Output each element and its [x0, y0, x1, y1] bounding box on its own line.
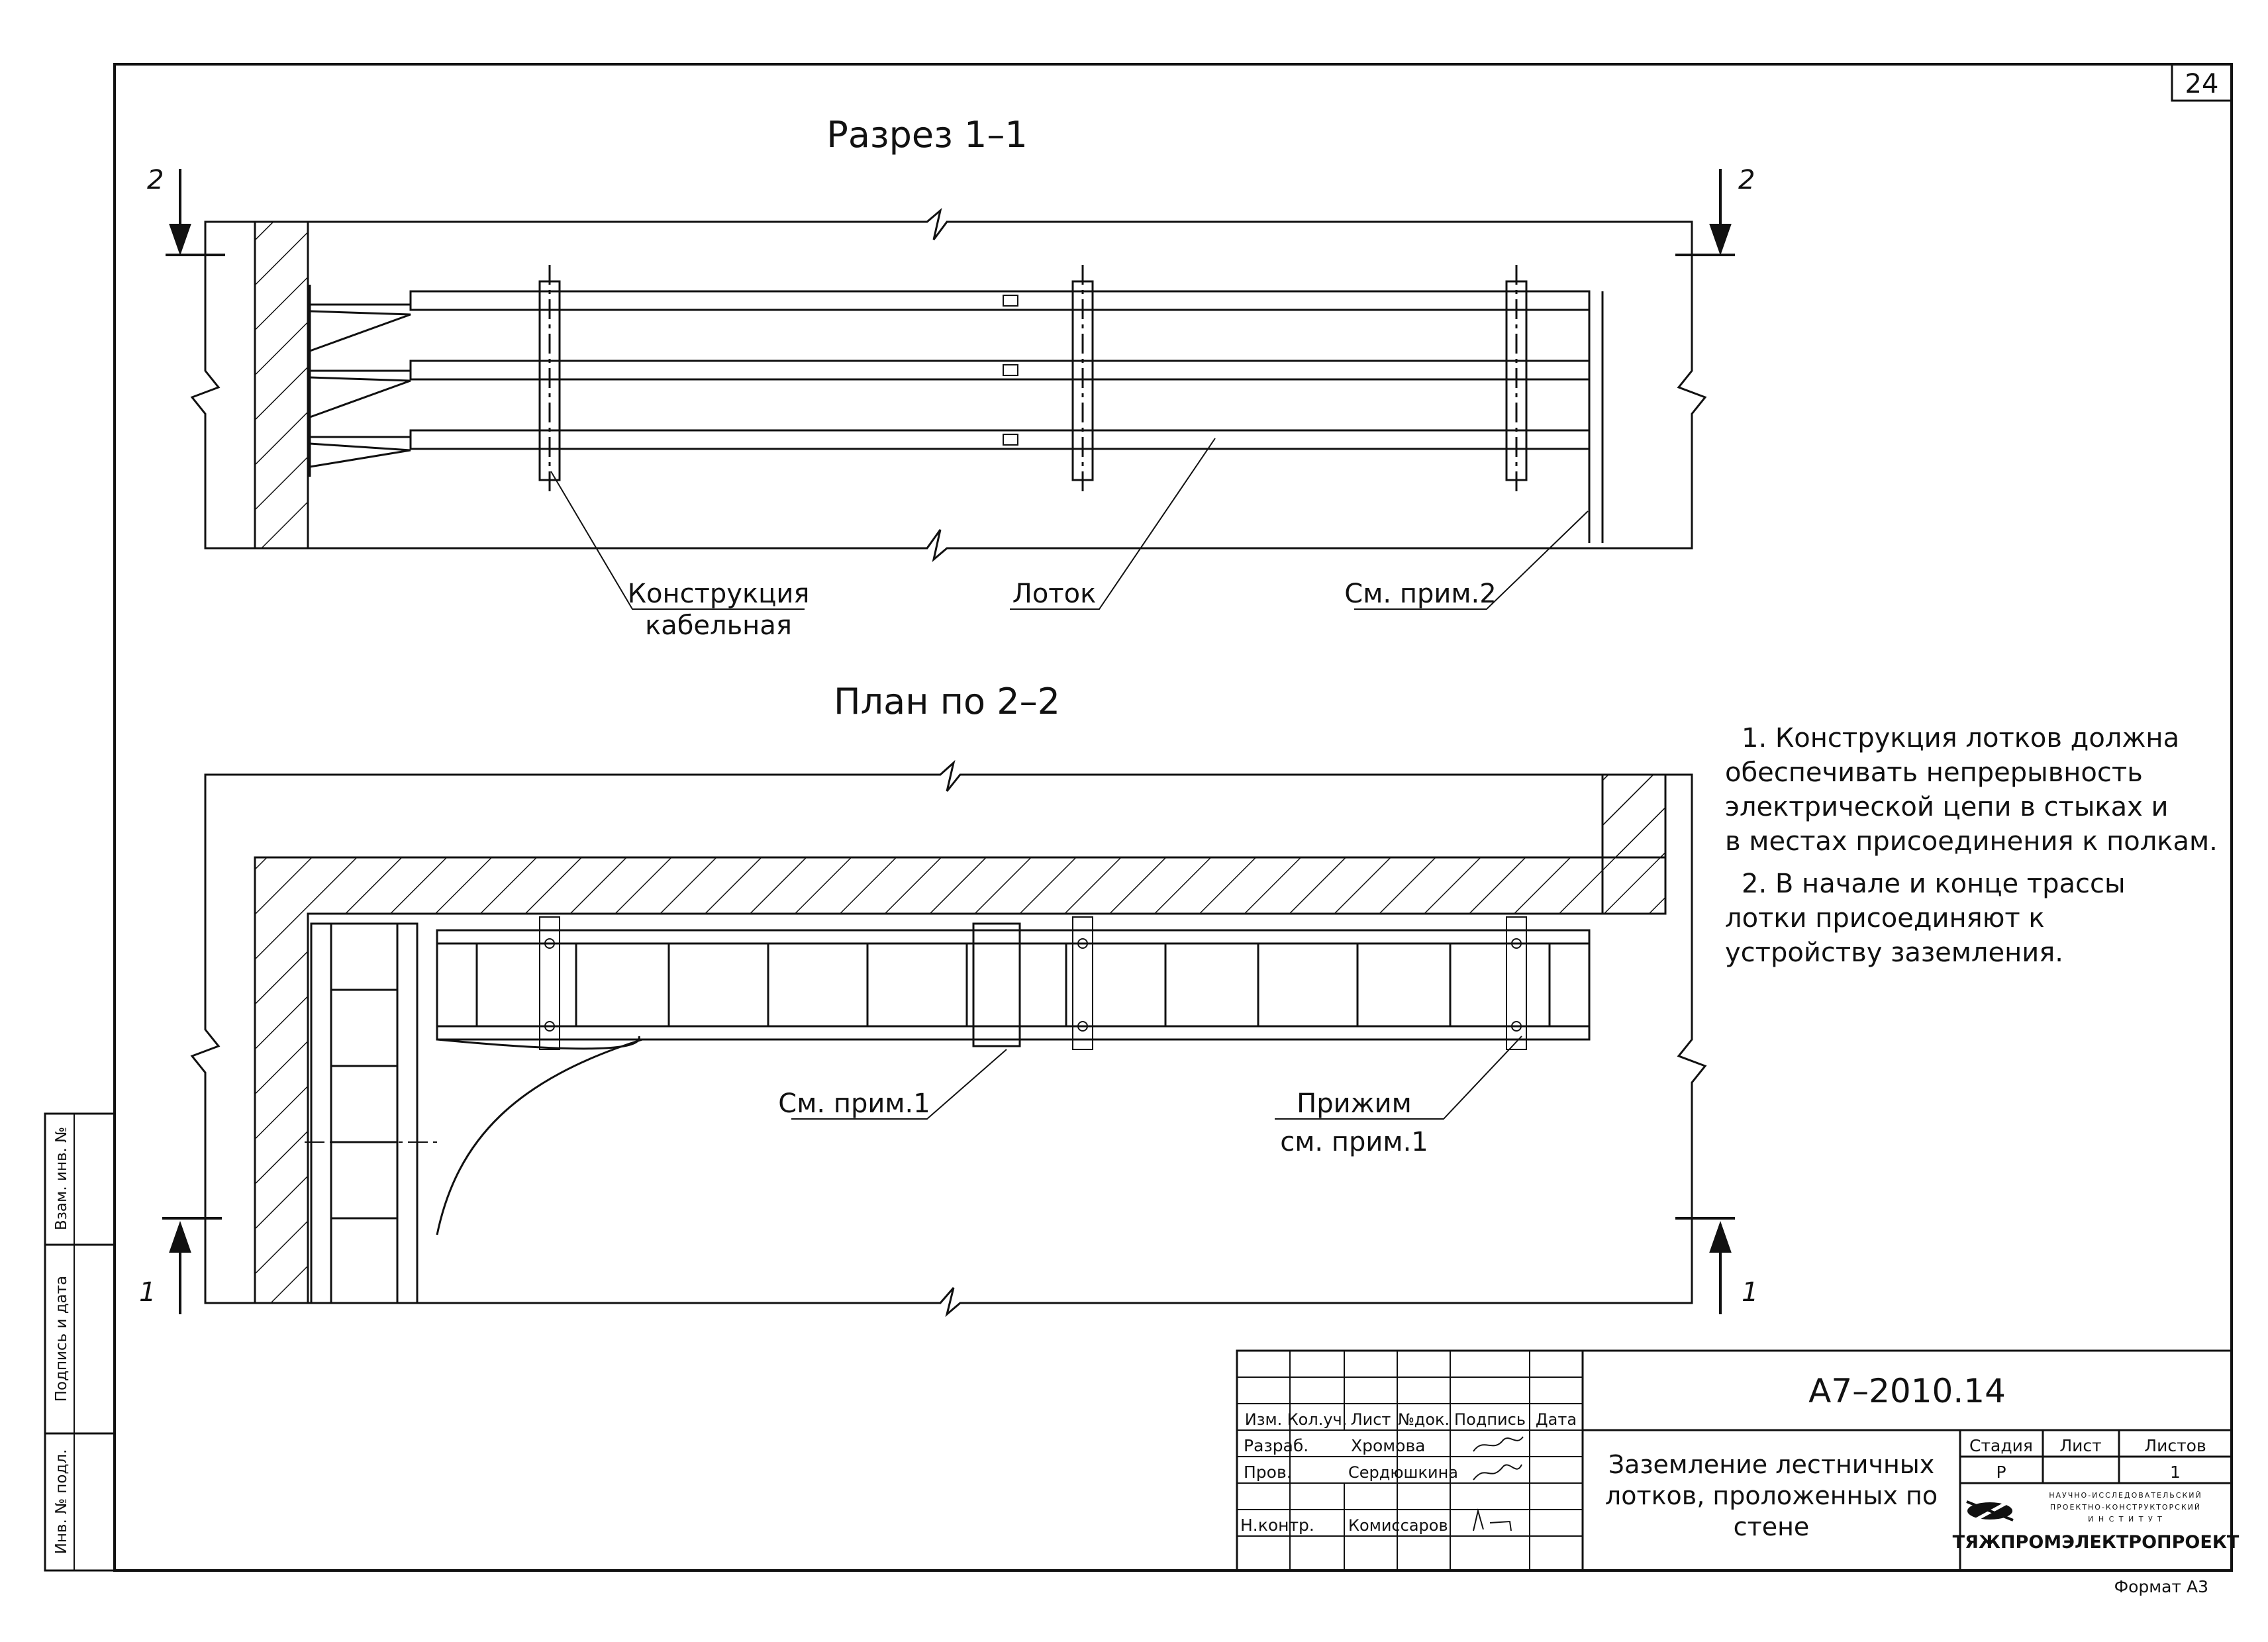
tb-org-line2: ПРОЕКТНО-КОНСТРУКТОРСКИЙ [2050, 1503, 2201, 1512]
callout-construction-line2: кабельная [645, 610, 792, 641]
tb-name-prov: Сердюшкина [1348, 1463, 1458, 1482]
tb-sheets-value: 1 [2170, 1463, 2181, 1482]
tb-name-nkontr: Комиссаров [1348, 1516, 1448, 1535]
callout-note1-ref: См. прим.1 [778, 1088, 930, 1119]
section-view: Разрез 1–1 [147, 114, 1755, 641]
tb-role-nkontr: Н.контр. [1240, 1516, 1314, 1535]
note1-line1: 1. Конструкция лотков должна [1742, 723, 2179, 753]
plan-leaders [791, 1036, 1522, 1120]
format-label: Формат А3 [2114, 1577, 2208, 1596]
plan-title: План по 2–2 [834, 681, 1060, 722]
hanger-columns [538, 265, 1528, 497]
side-stamp-inv: Инв. № подл. [53, 1449, 70, 1555]
cut-mark-1-right [1675, 1217, 1735, 1314]
tb-role-prov: Пров. [1244, 1463, 1292, 1482]
tb-org-name: ТЯЖПРОМЭЛЕКТРОПРОЕКТ [1953, 1532, 2240, 1553]
signature-marks [1473, 1436, 1524, 1531]
cut-mark-1-left-label: 1 [139, 1277, 156, 1308]
title-block: Изм. Кол.уч. Лист №док. Подпись Дата Раз… [1236, 1349, 2240, 1572]
callout-note2-ref: См. прим.2 [1344, 579, 1496, 609]
tb-docname-line2: лотков, проложенных по [1605, 1481, 1938, 1510]
org-logo-icon [1966, 1496, 2018, 1525]
callout-tray: Лоток [1012, 579, 1096, 609]
tb-org-line1: НАУЧНО-ИССЛЕДОВАТЕЛЬСКИЙ [2049, 1491, 2202, 1500]
note2-line3: устройству заземления. [1725, 938, 2063, 968]
tb-sheet-header: Лист [2059, 1436, 2101, 1455]
vertical-ladder [305, 922, 437, 1304]
drawing-frame [113, 63, 2233, 1572]
callout-clamp-ref: см. прим.1 [1280, 1127, 1428, 1157]
section-wall [254, 220, 309, 550]
note1-line3: электрической цепи в стыках и [1725, 792, 2168, 822]
tray-rails [409, 290, 1604, 543]
tb-docname-line3: стене [1734, 1512, 1810, 1541]
tb-header-izm: Изм. [1245, 1410, 1282, 1429]
plan-outline [190, 759, 1707, 1318]
note2-line1: 2. В начале и конце трассы [1742, 869, 2126, 899]
tray-joints [1003, 295, 1018, 446]
cut-mark-2-left [166, 169, 225, 256]
side-stamp-vzam: Взам. инв. № [53, 1127, 70, 1230]
sheet-number-box [2171, 63, 2233, 102]
note1-line2: обеспечивать непрерывность [1725, 757, 2143, 788]
cut-mark-1-left [162, 1217, 222, 1314]
side-stamp-podpis: Подпись и дата [53, 1276, 70, 1402]
tb-stage-value: Р [1996, 1463, 2006, 1482]
tb-header-ndok: №док. [1398, 1410, 1450, 1429]
tb-header-koluch: Кол.уч. [1287, 1410, 1348, 1429]
callout-construction-line1: Конструкция [628, 579, 810, 609]
note2-line2: лотки присоединяют к [1725, 903, 2045, 934]
note1-line4: в местах присоединения к полкам. [1725, 826, 2218, 857]
cut-mark-2-right [1675, 169, 1735, 256]
cut-mark-2-right-label: 2 [1738, 165, 1755, 195]
tb-stage-header: Стадия [1969, 1436, 2033, 1455]
general-notes: 1. Конструкция лотков должна обеспечиват… [1725, 723, 2218, 968]
section-outline [190, 207, 1707, 563]
plan-view: План по 2–2 [139, 681, 1758, 1318]
tb-header-podpis: Подпись [1454, 1410, 1526, 1429]
side-stamp: Взам. инв. № Подпись и дата Инв. № подл. [44, 1112, 116, 1572]
callout-clamp: Прижим [1297, 1088, 1412, 1119]
wall-brackets [309, 285, 411, 477]
sheet-number: 24 [2185, 69, 2219, 99]
cut-mark-1-right-label: 1 [1742, 1277, 1758, 1308]
plan-bolts [539, 916, 1527, 1050]
tb-org-line3: И Н С Т И Т У Т [2088, 1515, 2163, 1523]
section-leaders [550, 438, 1589, 610]
tb-code: А7–2010.14 [1808, 1372, 2006, 1410]
plan-wall-corner [1601, 773, 1667, 915]
tb-name-razrab: Хромова [1351, 1436, 1426, 1455]
tb-header-data: Дата [1536, 1410, 1577, 1429]
horizontal-ladder-tray [436, 922, 1591, 1235]
cut-mark-2-left-label: 2 [147, 165, 164, 195]
tb-header-list: Лист [1351, 1410, 1391, 1429]
tb-sheets-header: Листов [2144, 1436, 2206, 1455]
tb-role-razrab: Разраб. [1244, 1436, 1308, 1455]
section-title: Разрез 1–1 [826, 114, 1027, 156]
tb-docname-line1: Заземление лестничных [1608, 1450, 1935, 1479]
